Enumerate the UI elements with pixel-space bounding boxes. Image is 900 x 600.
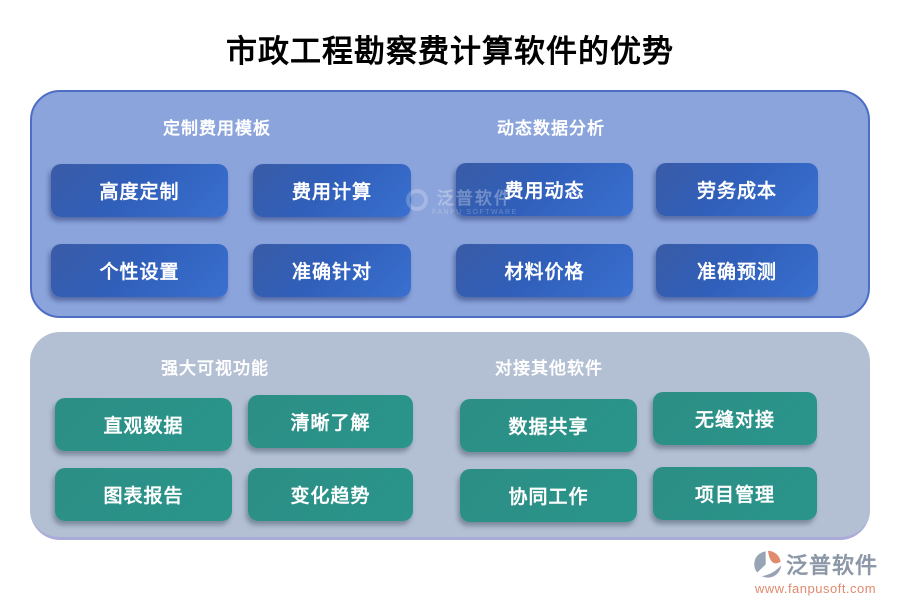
feature-pill: 项目管理 (653, 467, 817, 520)
feature-pill: 费用动态 (456, 163, 633, 216)
group-heading-integration: 对接其他软件 (495, 359, 603, 378)
button-grid-visualization: 直观数据 清晰了解 图表报告 变化趋势 (55, 395, 413, 521)
button-grid-dynamic-analysis: 费用动态 劳务成本 材料价格 准确预测 (456, 163, 818, 297)
feature-pill: 个性设置 (51, 244, 228, 297)
feature-pill: 材料价格 (456, 244, 633, 297)
brand-name: 泛普软件 (786, 553, 879, 578)
feature-pill: 无缝对接 (653, 392, 817, 445)
feature-pill: 图表报告 (55, 468, 232, 521)
feature-pill: 数据共享 (460, 399, 637, 452)
page-title: 市政工程勘察费计算软件的优势 (226, 34, 674, 69)
panel-custom-fee: 定制费用模板 动态数据分析 高度定制 费用计算 个性设置 准确针对 费用动态 劳… (30, 90, 870, 318)
button-grid-integration: 数据共享 无缝对接 协同工作 项目管理 (460, 392, 817, 522)
feature-pill: 直观数据 (55, 398, 232, 451)
feature-pill: 准确针对 (253, 244, 411, 297)
group-heading-dynamic-analysis: 动态数据分析 (497, 119, 605, 138)
feature-pill: 清晰了解 (248, 395, 413, 448)
feature-pill: 准确预测 (656, 244, 818, 297)
brand-url[interactable]: www.fanpusoft.com (754, 581, 877, 596)
feature-pill: 劳务成本 (656, 163, 818, 216)
group-heading-custom-template: 定制费用模板 (163, 119, 271, 138)
fanpu-logo-icon (753, 549, 783, 579)
feature-pill: 费用计算 (253, 164, 411, 217)
brand-footer: 泛普软件 www.fanpusoft.com (753, 548, 878, 596)
feature-pill: 高度定制 (51, 164, 228, 217)
feature-pill: 变化趋势 (248, 468, 413, 521)
group-heading-visualization: 强大可视功能 (161, 359, 269, 378)
panel-visual-integration: 强大可视功能 对接其他软件 直观数据 清晰了解 图表报告 变化趋势 数据共享 无… (30, 332, 870, 540)
feature-pill: 协同工作 (460, 469, 637, 522)
button-grid-custom-template: 高度定制 费用计算 个性设置 准确针对 (51, 164, 411, 297)
